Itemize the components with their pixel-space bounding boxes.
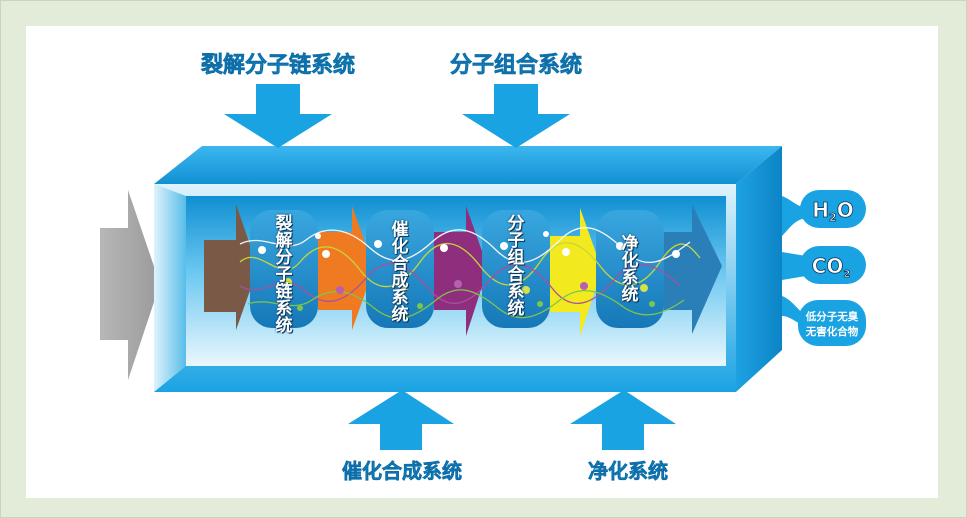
box-right-face (736, 146, 782, 392)
output-co2-label: CO2 (812, 254, 851, 280)
output-h2o-badge (800, 190, 866, 228)
bottom-label-right: 净化系统 (588, 459, 668, 483)
module-label-char: 催 (391, 220, 409, 240)
module-label-char: 系 (507, 282, 525, 302)
top-label-left: 裂解分子链系统 (201, 52, 355, 78)
input-arrows-top (224, 84, 570, 148)
molecule-beads (258, 231, 680, 311)
top-arrow-right (462, 84, 570, 148)
output-other-line2: 无害化合物 (805, 325, 859, 338)
stage-arrow-brown (204, 204, 258, 330)
module-label-char: 系 (391, 288, 409, 308)
module-label-char: 统 (391, 305, 409, 325)
module-label-char: 解 (275, 231, 293, 251)
module-label-2: 催化合成系统 (378, 222, 422, 324)
top-label-right: 分子组合系统 (450, 52, 582, 78)
bottom-arrow-left (348, 390, 454, 450)
box-top-face (154, 146, 782, 184)
module-label-char: 化 (391, 237, 409, 257)
output-other-badge (798, 300, 866, 346)
stage-arrow-purple (434, 206, 488, 336)
module-label-char: 净 (621, 234, 639, 254)
module-label-char: 成 (391, 271, 409, 291)
stage-arrow-yellow (550, 208, 602, 336)
module-label-char: 链 (275, 282, 293, 302)
bottom-label-left: 催化合成系统 (342, 459, 462, 483)
stage-arrow-blue (664, 204, 722, 334)
module-label-3: 分子组合系统 (494, 216, 538, 318)
output-other-line1: 低分子无臭 (805, 310, 859, 323)
module-label-char: 系 (621, 268, 639, 288)
module-label-char: 系 (275, 299, 293, 319)
module-label-char: 裂 (275, 214, 293, 234)
module-label-char: 统 (507, 299, 525, 319)
module-label-char: 统 (621, 285, 639, 305)
output-co2-badge (800, 246, 866, 284)
module-label-char: 分 (507, 214, 525, 234)
module-label-char: 子 (275, 265, 293, 285)
module-label-char: 化 (621, 251, 639, 271)
module-label-char: 子 (507, 231, 525, 251)
module-pill-3 (482, 210, 550, 328)
module-label-char: 合 (391, 254, 409, 274)
box-left-face (154, 184, 186, 392)
module-label-char: 统 (275, 316, 293, 336)
bottom-arrow-right (570, 390, 676, 450)
output-h2o-label: H2O (812, 198, 853, 224)
module-label-char: 合 (507, 265, 525, 285)
module-label-char: 分 (275, 248, 293, 268)
inlet-arrow (100, 190, 160, 380)
module-label-1: 裂解分子链系统 (262, 216, 306, 335)
module-label-char: 组 (507, 248, 525, 268)
module-label-4: 净化系统 (608, 236, 652, 304)
input-arrows-bottom (348, 390, 676, 450)
module-pill-2 (366, 210, 434, 328)
top-arrow-left (224, 84, 332, 148)
